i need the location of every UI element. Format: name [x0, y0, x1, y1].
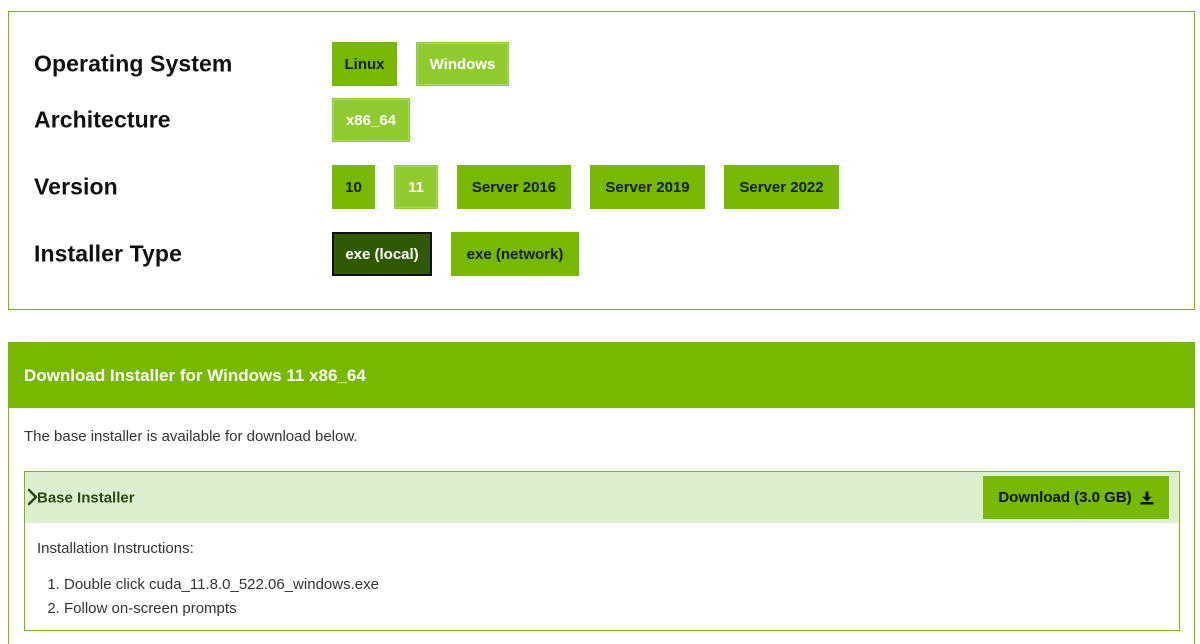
installer-selector: Operating System Linux Windows Architect…	[8, 11, 1195, 310]
base-installer-bar[interactable]: Base Installer Download (3.0 GB)	[25, 472, 1179, 523]
download-intro-text: The base installer is available for down…	[24, 428, 358, 445]
version-option-server-2019[interactable]: Server 2019	[590, 165, 705, 209]
version-label: Version	[34, 173, 118, 200]
version-option-server-2022[interactable]: Server 2022	[724, 165, 839, 209]
os-option-windows[interactable]: Windows	[416, 42, 509, 86]
architecture-label: Architecture	[34, 106, 171, 133]
installer-type-option-exe-local[interactable]: exe (local)	[332, 232, 432, 276]
instruction-step: Follow on-screen prompts	[64, 597, 379, 621]
download-button[interactable]: Download (3.0 GB)	[983, 476, 1169, 519]
download-header: Download Installer for Windows 11 x86_64	[9, 343, 1194, 408]
instructions-heading: Installation Instructions:	[37, 540, 194, 557]
architecture-option-x86_64[interactable]: x86_64	[332, 98, 410, 142]
os-option-linux[interactable]: Linux	[332, 42, 397, 86]
version-option-10[interactable]: 10	[332, 165, 375, 209]
version-option-11[interactable]: 11	[394, 165, 438, 209]
chevron-right-icon	[27, 488, 38, 506]
architecture-row: Architecture x86_64	[9, 98, 1194, 142]
download-button-label: Download (3.0 GB)	[998, 489, 1132, 506]
download-section: Download Installer for Windows 11 x86_64…	[8, 342, 1195, 644]
base-installer-panel: Base Installer Download (3.0 GB) Install…	[24, 471, 1180, 631]
installer-type-option-exe-network[interactable]: exe (network)	[451, 232, 579, 276]
instructions-list: Double click cuda_11.8.0_522.06_windows.…	[37, 573, 379, 621]
installer-type-row: Installer Type exe (local) exe (network)	[9, 232, 1194, 276]
installer-type-label: Installer Type	[34, 240, 182, 267]
version-row: Version 10 11 Server 2016 Server 2019 Se…	[9, 165, 1194, 209]
os-row: Operating System Linux Windows	[9, 42, 1194, 86]
instruction-step: Double click cuda_11.8.0_522.06_windows.…	[64, 573, 379, 597]
os-label: Operating System	[34, 50, 233, 77]
version-option-server-2016[interactable]: Server 2016	[457, 165, 571, 209]
base-installer-title: Base Installer	[37, 489, 135, 506]
installation-instructions: Installation Instructions: Double click …	[37, 540, 379, 621]
download-icon	[1140, 491, 1154, 504]
